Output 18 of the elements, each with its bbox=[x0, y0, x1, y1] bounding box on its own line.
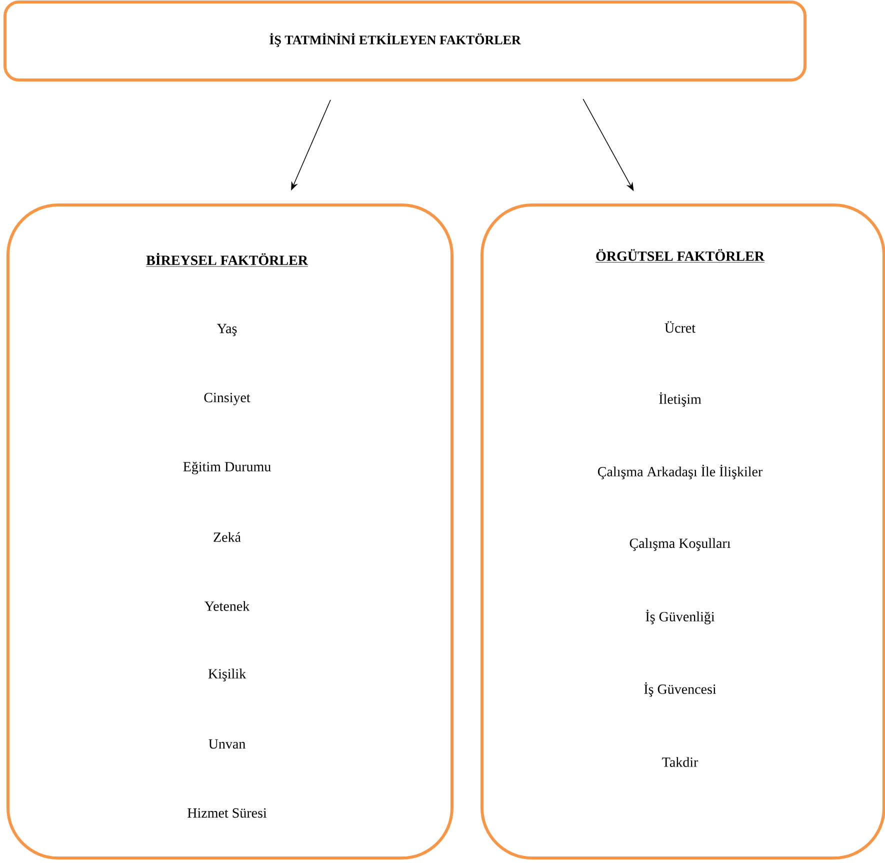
factor-item: Yetenek bbox=[204, 601, 250, 611]
factor-item: Takdir bbox=[662, 757, 698, 767]
factor-item: Unvan bbox=[208, 739, 246, 749]
factor-item: Hizmet Süresi bbox=[188, 808, 267, 818]
factor-item: Kişilik bbox=[208, 668, 246, 682]
factor-item: Çalışma Koşulları bbox=[630, 538, 730, 551]
factor-item: Cinsiyet bbox=[204, 392, 250, 406]
factor-item: İş Güvenliği bbox=[646, 610, 715, 624]
factor-item: Çalışma Arkadaşı İle İlişkiler bbox=[598, 464, 763, 480]
factor-item: İletişim bbox=[659, 392, 702, 407]
factor-item: Eğitim Durumu bbox=[183, 462, 271, 474]
heading: ÖRGÜTSEL FAKTÖRLER bbox=[595, 249, 765, 262]
heading: BİREYSEL FAKTÖRLER bbox=[146, 252, 308, 267]
factor-item: Zeká bbox=[214, 532, 241, 542]
factor-item: Yaş bbox=[216, 324, 237, 336]
factor-box: İŞ TATMİNİNİ ETKİLEYEN FAKTÖRLER bbox=[4, 0, 806, 82]
factor-item: İş Güvencesi bbox=[644, 682, 716, 697]
factor-item: Ücret bbox=[664, 321, 696, 333]
